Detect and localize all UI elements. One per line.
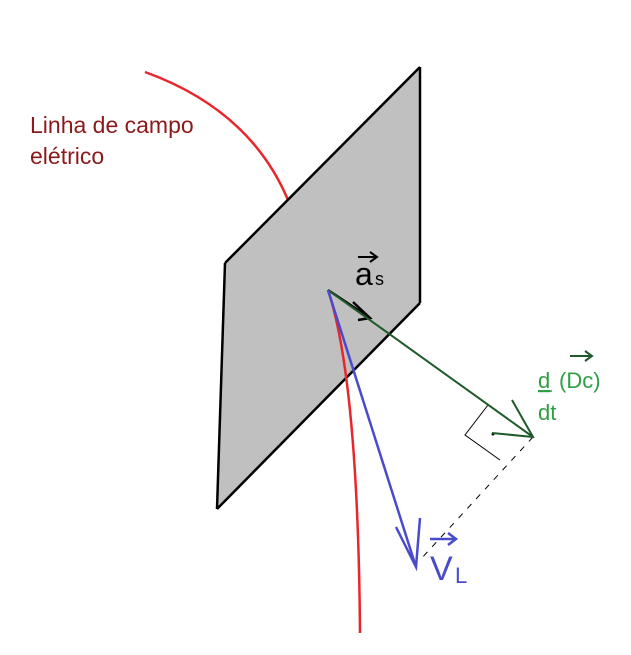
velocity-label-letter: V xyxy=(430,550,453,588)
plate-edge-left xyxy=(215,262,227,510)
velocity-arrow xyxy=(326,289,418,568)
field-line-label-line1: Linha de campo xyxy=(30,112,194,138)
area-vector-label-subscript: s xyxy=(375,269,384,289)
displacement-label-numerator: d xyxy=(538,368,550,393)
plate-edge-top xyxy=(224,66,421,264)
surface-plate xyxy=(217,67,420,509)
displacement-label-denominator: dt xyxy=(538,400,556,425)
area-vector-arrowhead xyxy=(352,301,373,322)
field-line-upper xyxy=(144,70,290,201)
area-vector-label-letter: a xyxy=(355,256,373,292)
plate-edge-bottom xyxy=(216,302,421,510)
displacement-current-arrowhead xyxy=(491,399,535,439)
area-vector-label-arrowhead xyxy=(369,251,379,263)
velocity-label-arrowhead xyxy=(447,532,459,546)
right-angle-marker xyxy=(464,404,501,461)
projection-dashed-line xyxy=(419,436,534,561)
displacement-label-expression: (Dc) xyxy=(559,368,601,393)
velocity-label-subscript: L xyxy=(455,563,467,588)
field-line-label-line2: elétrico xyxy=(30,143,104,169)
velocity-arrowhead xyxy=(394,517,422,572)
displacement-current-arrow xyxy=(327,289,534,438)
displacement-label-vector-arrowhead xyxy=(584,350,594,362)
